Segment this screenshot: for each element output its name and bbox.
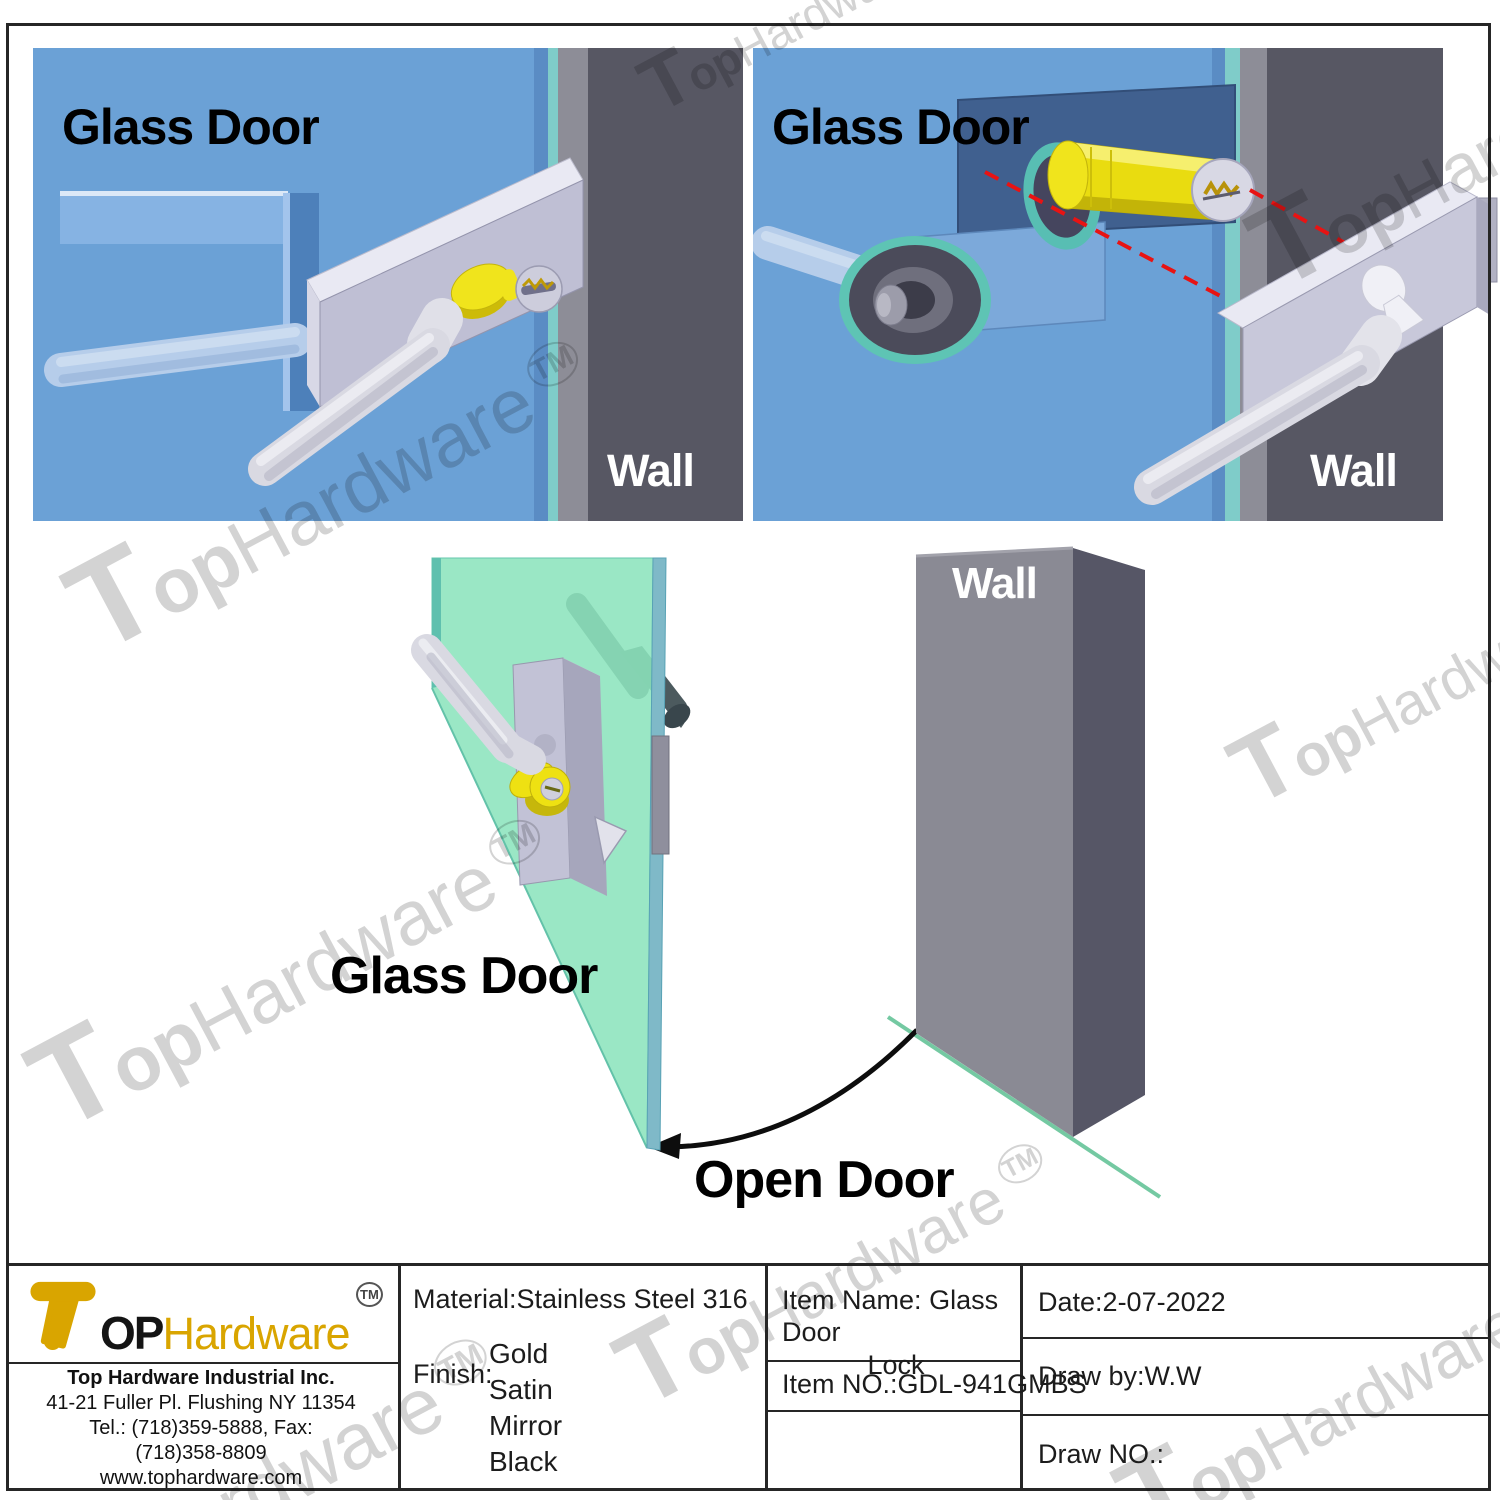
glass-channel-highlight (283, 193, 290, 411)
item-name-value: Glass Door (782, 1285, 999, 1348)
company-name: Top Hardware Industrial Inc. (67, 1367, 335, 1389)
page-border (6, 23, 1491, 1491)
drawby-cell-divider (1020, 1414, 1491, 1416)
titleblock-v2 (765, 1263, 768, 1491)
finish-option: Black (489, 1446, 558, 1477)
draw-no-label: Draw NO.: (1038, 1439, 1165, 1469)
draw-by-field: Draw by:W.W (1038, 1360, 1202, 1392)
edge-latch-keeper (651, 735, 670, 855)
cylinder-face (515, 265, 563, 313)
label-glass-door-top-right: Glass Door (772, 99, 1030, 155)
label-glass-door-top-left: Glass Door (62, 99, 320, 155)
item-name-field: Item Name: Glass Door Lock (782, 1284, 1010, 1381)
date-label: Date: (1038, 1287, 1103, 1317)
draw-by-label: Draw by: (1038, 1361, 1145, 1391)
lock-rose (839, 236, 991, 364)
wall-block (915, 546, 1145, 1137)
swing-arc (661, 1028, 919, 1150)
label-wall-top-left: Wall (607, 445, 695, 496)
label-glass-door-bottom: Glass Door (330, 947, 598, 1005)
lever-handle (1134, 315, 1402, 505)
finish-options: Gold Satin Mirror Black (489, 1337, 562, 1481)
company-info: Top Hardware Industrial Inc. 41-21 Fulle… (8, 1366, 394, 1491)
company-website: www.tophardware.com (99, 1467, 303, 1489)
lever-handle (411, 634, 546, 775)
date-field: Date:2-07-2022 (1038, 1286, 1226, 1318)
draw-no-field: Draw NO.: (1038, 1438, 1164, 1470)
top-right-panel-illustration (753, 48, 1498, 521)
lock-body (1217, 181, 1490, 438)
item-cell-divider-2 (765, 1410, 1020, 1412)
latch-bolt (593, 815, 628, 865)
material-value: Stainless Steel 316 (516, 1284, 748, 1314)
titleblock-v1 (398, 1263, 401, 1491)
finish-option: Gold (489, 1338, 549, 1369)
pull-rod (44, 323, 312, 387)
item-no-label: Item NO.: (782, 1369, 898, 1399)
label-wall-bottom: Wall (952, 559, 1038, 608)
titleblock-top-line (6, 1263, 1491, 1266)
logo-op-text: OP (100, 1306, 164, 1359)
finish-option: Mirror (489, 1410, 563, 1441)
item-no-value: GDL-941GMBS (897, 1369, 1087, 1399)
arrowhead-icon (648, 1133, 681, 1159)
label-wall-top-right: Wall (1310, 445, 1398, 496)
logo-t-icon (30, 1281, 96, 1350)
finish-option: Satin (489, 1374, 553, 1405)
logo-tm-circle-icon: TM (356, 1282, 383, 1307)
assembly-dash-line-1 (984, 170, 1229, 302)
date-cell-divider (1020, 1337, 1491, 1339)
company-fax: (718)358-8809 (135, 1442, 267, 1464)
label-open-door: Open Door (694, 1151, 955, 1209)
item-cell-divider-1 (765, 1360, 1020, 1362)
logo-cell-divider (6, 1362, 398, 1364)
date-value: 2-07-2022 (1102, 1287, 1226, 1317)
item-no-field: Item NO.:GDL-941GMBS (782, 1368, 1087, 1400)
recess-band (60, 196, 288, 244)
material-label: Material: (413, 1284, 517, 1314)
logo-hardware-text: Hardware (162, 1307, 350, 1359)
wall-block (588, 48, 743, 521)
item-name-value-line2: Lock (867, 1349, 925, 1380)
titleblock-v3 (1020, 1263, 1023, 1491)
lever-handle (248, 298, 463, 486)
floor-line (886, 1015, 1162, 1199)
material-field: Material:Stainless Steel 316 (413, 1283, 748, 1315)
lock-cylinder (1023, 140, 1255, 250)
company-tel: Tel.: (718)359-5888, Fax: (89, 1417, 313, 1439)
item-name-label: Item Name: (782, 1285, 922, 1315)
recess-highlight (60, 191, 288, 196)
finish-label: Finish: (413, 1359, 493, 1389)
company-address: 41-21 Fuller Pl. Flushing NY 11354 (46, 1392, 356, 1414)
open-door-scene-illustration (411, 546, 1162, 1199)
draw-by-value: W.W (1144, 1361, 1202, 1391)
top-left-panel-illustration (33, 48, 743, 521)
